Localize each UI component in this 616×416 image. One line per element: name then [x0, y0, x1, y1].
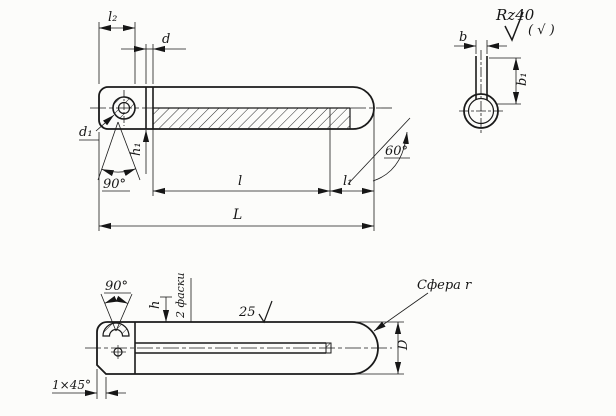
- main-view: l₂ d d₁ h₁ 90°: [79, 10, 411, 231]
- dimension-h: h: [148, 296, 172, 322]
- angle-arc: [101, 168, 136, 177]
- dimension-l2: l₂: [98, 10, 136, 84]
- dim-label-l2: l₂: [108, 10, 117, 25]
- angle-leg: [115, 293, 133, 332]
- roughness-25: 25: [238, 305, 256, 320]
- surface-finish-note: Rz40 ( √ ): [495, 6, 555, 42]
- roughness-check-icon: [258, 300, 273, 324]
- surface-finish-others: ( √ ): [528, 23, 555, 38]
- dim-label-h: h: [148, 301, 163, 309]
- note-2-chamfers: 2 фаски: [174, 273, 187, 319]
- leader-line: [373, 292, 429, 332]
- dimension-l-l1: l l₁: [152, 108, 375, 231]
- angle-label-90-main: 90°: [103, 177, 126, 192]
- dimension-L: L: [98, 132, 374, 231]
- dim-label-b: b: [459, 30, 467, 45]
- dim-label-b1: b₁: [515, 72, 530, 86]
- leader-line: [95, 114, 115, 132]
- roughness-check-icon: [504, 11, 524, 42]
- angle-leg: [347, 117, 411, 185]
- angle-leg: [100, 293, 117, 332]
- note-2-chamfers-group: 2 фаски: [174, 273, 192, 322]
- dimension-b: b: [454, 30, 507, 54]
- dim-label-D: D: [396, 339, 411, 351]
- bent-head-hatch: [102, 322, 130, 337]
- dimension-h1: h₁: [129, 130, 150, 174]
- dim-label-l1: l₁: [343, 174, 352, 189]
- dim-label-d: d: [162, 32, 170, 47]
- end-view: b b₁: [454, 30, 530, 134]
- angle-leg: [117, 121, 141, 181]
- note-sphere-r: Сфера r: [417, 278, 472, 293]
- angle-label-90-bottom: 90°: [105, 279, 128, 294]
- angle-arc: [372, 131, 409, 182]
- dimension-D: D: [354, 321, 411, 375]
- dim-label-d1: d₁: [79, 125, 93, 140]
- section-hatch-band: [153, 108, 350, 129]
- angle-60: 60°: [347, 117, 411, 185]
- angle-leg: [97, 121, 119, 181]
- dimension-b1: b₁: [489, 57, 530, 105]
- leader-d1: d₁: [79, 114, 115, 141]
- angle-90-main: 90°: [97, 121, 141, 192]
- roughness-25-group: 25: [238, 300, 273, 324]
- dim-label-l: l: [238, 174, 242, 189]
- angle-arc: [104, 295, 129, 304]
- angle-90-bottom: 90°: [100, 279, 133, 332]
- note-sphere-group: Сфера r: [373, 278, 472, 332]
- eye-hole-hatch: [113, 97, 135, 119]
- dim-label-L: L: [232, 207, 242, 223]
- bottom-view: 90° h 2 фаски 25 Сфера r D: [52, 273, 472, 399]
- dimension-chamfer-1x45: 1×45°: [52, 369, 126, 399]
- dim-label-1x45: 1×45°: [52, 378, 91, 392]
- dim-label-h1: h₁: [129, 142, 144, 156]
- surface-finish-rz40: Rz40: [495, 6, 535, 24]
- angle-label-60: 60°: [385, 144, 408, 159]
- dimension-d: d: [121, 32, 186, 84]
